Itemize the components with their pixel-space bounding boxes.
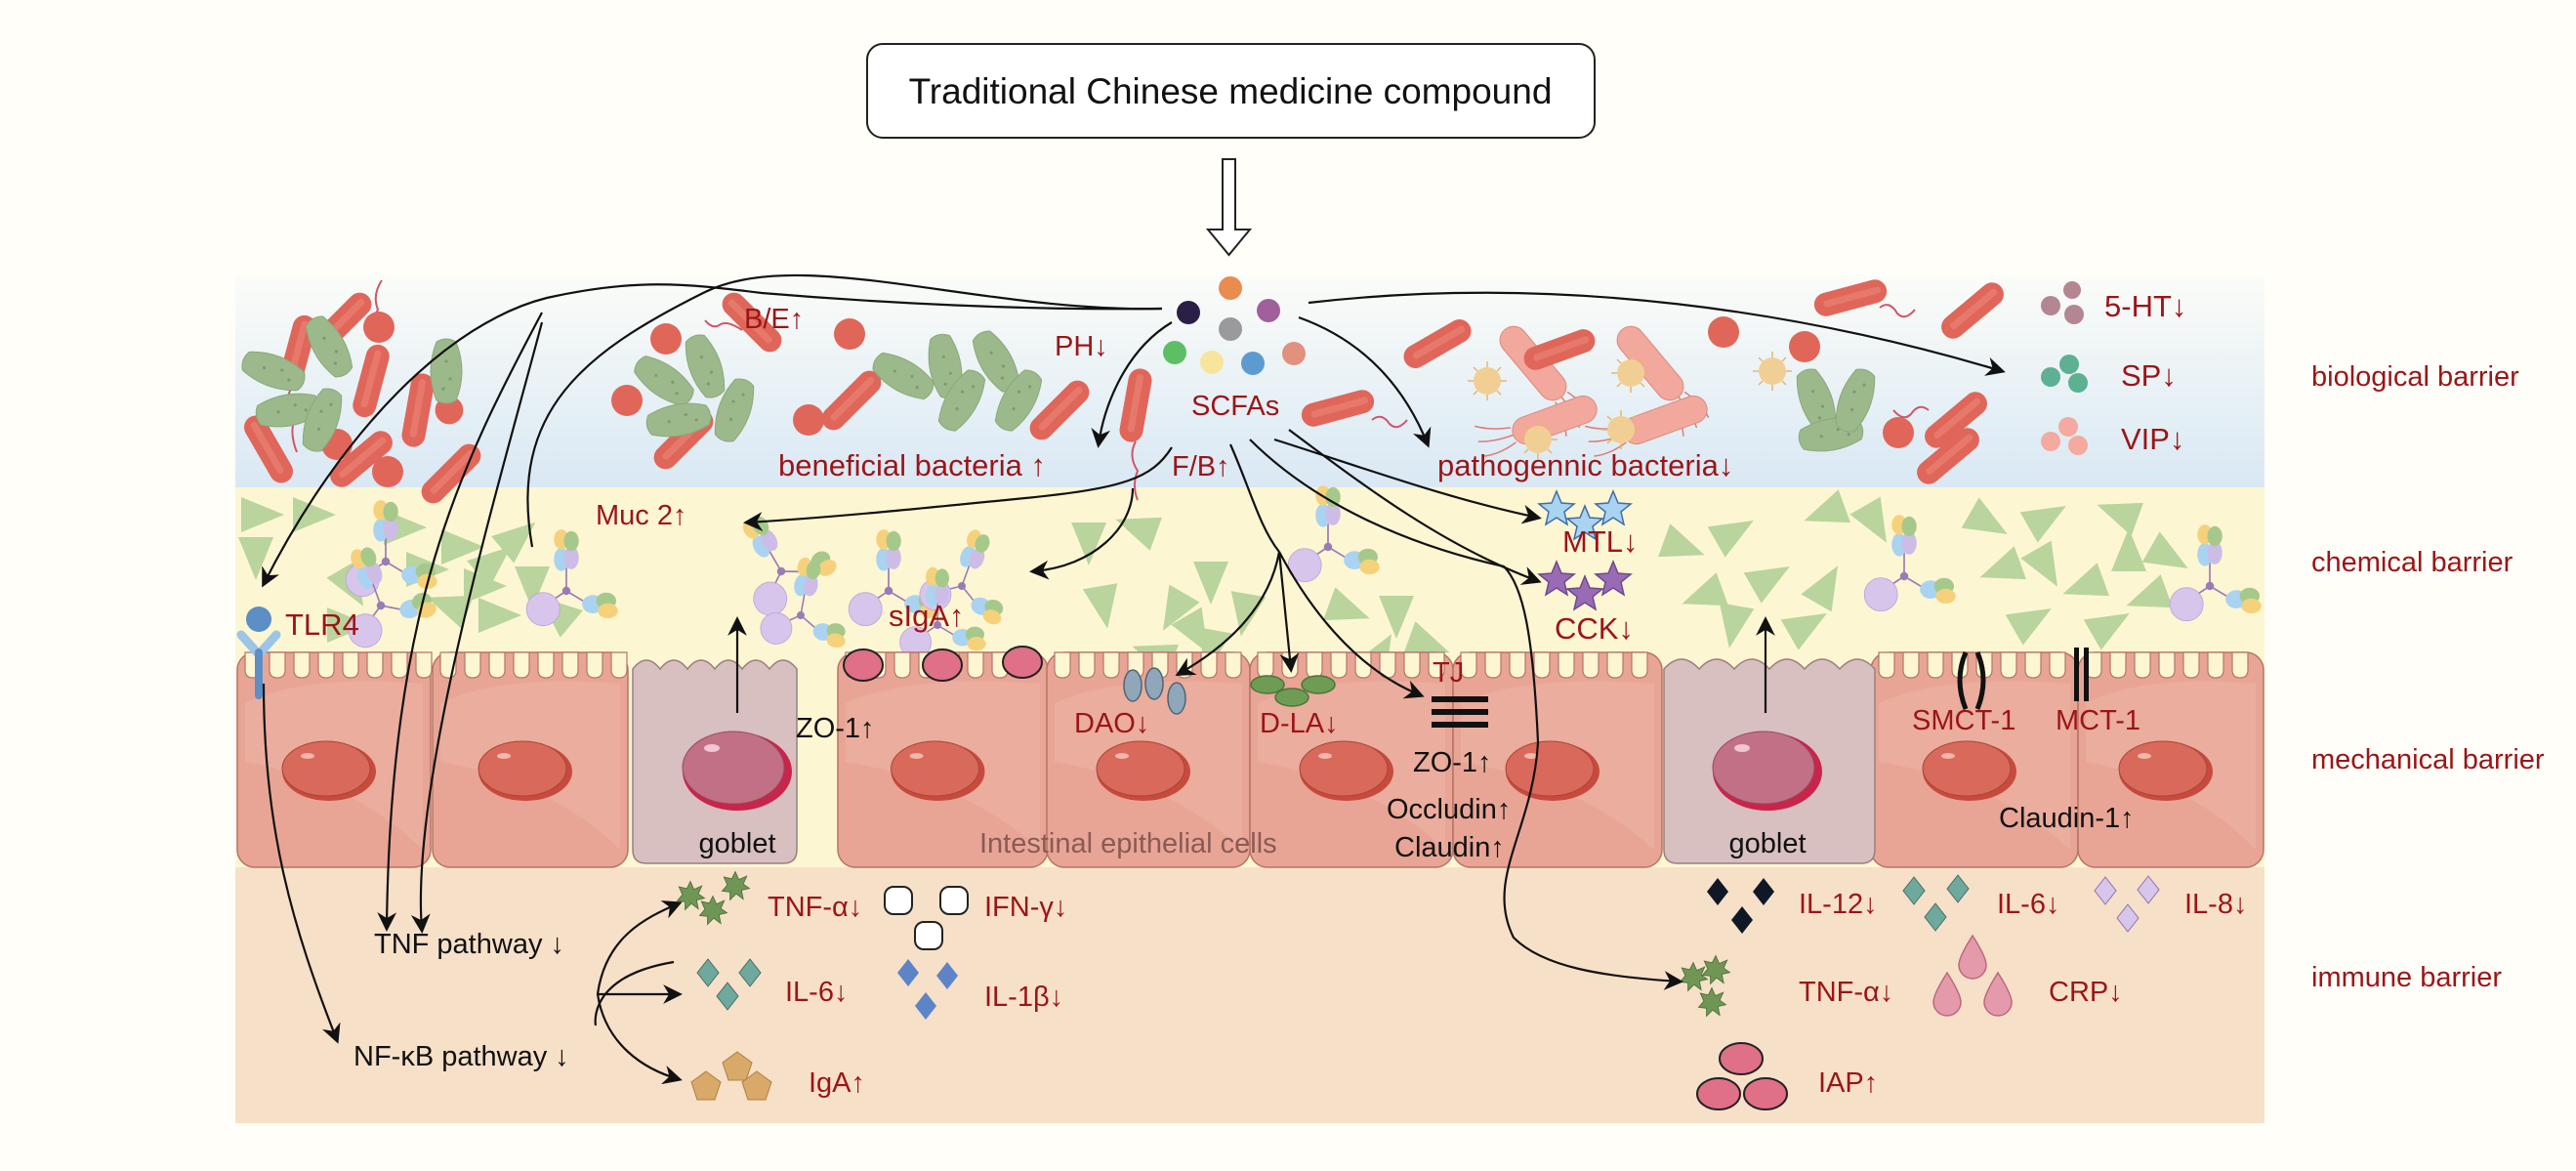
occludin-label: Occludin↑ <box>1387 794 1511 825</box>
dao-molecules <box>1123 667 1186 715</box>
siga-label: sIgA↑ <box>889 599 965 633</box>
tight-junction-icon <box>1432 696 1488 728</box>
mtl-stars <box>1537 489 1633 541</box>
il6-left-label: IL-6↓ <box>785 977 848 1008</box>
mtl-label: MTL↓ <box>1562 524 1639 559</box>
goblet-cell-left <box>632 659 798 864</box>
claudin1-label: Claudin-1↑ <box>1999 803 2135 834</box>
iga-label: IgA↑ <box>809 1067 865 1099</box>
dla-label: D-LA↓ <box>1260 708 1339 739</box>
enterocyte-cell <box>236 651 433 868</box>
goblet-cell-right <box>1663 658 1876 864</box>
nfkb-pathway-label: NF-κB pathway ↓ <box>353 1041 569 1072</box>
dla-molecules <box>1250 675 1336 707</box>
title-text: Traditional Chinese medicine compound <box>909 71 1553 111</box>
il6-right-label: IL-6↓ <box>1997 889 2059 920</box>
vip-label: VIP↓ <box>2121 422 2184 456</box>
mechanical-barrier-label: mechanical barrier <box>2311 744 2545 775</box>
biological-barrier-label: biological barrier <box>2311 361 2519 393</box>
pathogenic-bacteria-label: pathogennic bacteria↓ <box>1437 448 1733 482</box>
ifng-label: IFN-γ↓ <box>984 892 1067 923</box>
goblet-right-label: goblet <box>1728 828 1806 859</box>
goblet-left-label: goblet <box>698 828 775 859</box>
mct1-label: MCT-1 <box>2056 705 2140 736</box>
tnfa-left-label: TNF-α↓ <box>768 892 862 923</box>
5ht-label: 5-HT↓ <box>2104 289 2186 323</box>
be-label: B/E↑ <box>744 304 804 335</box>
immune-band <box>235 867 2264 1123</box>
ph-label: PH↓ <box>1055 331 1108 362</box>
tlr4-label: TLR4 <box>285 607 359 642</box>
mechanical-labels: ZO-1↑ DAO↓ D-LA↓ TJ ZO-1↑ Occludin↑ Clau… <box>698 657 2140 863</box>
enterocyte-cell <box>432 651 629 868</box>
bacteria-group <box>237 276 2009 509</box>
biological-labels: B/E↑ PH↓ SCFAs beneficial bacteria ↑ F/B… <box>744 289 2186 482</box>
tlr4-receptor-icon <box>236 606 281 699</box>
enterocytes <box>236 651 2264 868</box>
5ht-dots <box>2041 281 2084 324</box>
crp-label: CRP↓ <box>2049 977 2123 1008</box>
beneficial-bacteria-label: beneficial bacteria ↑ <box>778 448 1046 482</box>
enterocyte-cell <box>1452 651 1663 868</box>
ifng-icon <box>884 886 969 950</box>
zo1-left-label: ZO-1↑ <box>796 713 875 744</box>
il12-label: IL-12↓ <box>1799 889 1878 920</box>
tnf-pathway-label: TNF pathway ↓ <box>374 929 564 960</box>
cck-stars <box>1537 560 1633 611</box>
sp-dots <box>2041 355 2088 393</box>
barrier-side-labels: biological barrier chemical barrier mech… <box>2311 361 2545 993</box>
muc2-label: Muc 2↑ <box>596 500 686 531</box>
smct1-label: SMCT-1 <box>1912 705 2015 736</box>
cck-label: CCK↓ <box>1555 611 1634 646</box>
mct1-transporter-icon <box>2074 648 2089 701</box>
iap-icon <box>1696 1042 1788 1110</box>
epithelial-cells-label: Intestinal epithelial cells <box>979 828 1277 859</box>
epithelium <box>236 651 2264 868</box>
title-box: Traditional Chinese medicine compound <box>866 43 1596 139</box>
immune-labels: TNF pathway ↓ NF-κB pathway ↓ TNF-α↓ IFN… <box>353 889 2247 1099</box>
dao-label: DAO↓ <box>1074 708 1149 739</box>
zo1-mid-label: ZO-1↑ <box>1413 747 1492 778</box>
chemical-barrier-label: chemical barrier <box>2311 547 2514 578</box>
scfa-molecules <box>1163 276 1306 375</box>
down-arrow-icon <box>1205 158 1253 257</box>
enterocyte-cell <box>1249 651 1454 868</box>
pathway-arrows <box>262 273 2006 1085</box>
fb-ratio-label: F/B↑ <box>1172 451 1230 482</box>
secretion-vesicles <box>843 646 1043 682</box>
biological-band <box>235 276 2264 487</box>
iap-label: IAP↑ <box>1818 1067 1878 1099</box>
scfas-label: SCFAs <box>1191 391 1279 422</box>
enterocyte-cell <box>1870 651 2079 868</box>
il8-label: IL-8↓ <box>2184 889 2247 920</box>
claudin-label: Claudin↑ <box>1394 832 1505 863</box>
vip-dots <box>2041 417 2088 455</box>
chemical-labels: Muc 2↑ sIgA↑ TLR4 MTL↓ CCK↓ <box>285 500 1639 646</box>
tj-label: TJ <box>1433 657 1464 689</box>
immune-barrier-label: immune barrier <box>2311 962 2502 993</box>
tnfa-right-label: TNF-α↓ <box>1799 977 1893 1008</box>
sp-label: SP↓ <box>2121 358 2177 393</box>
il1b-label: IL-1β↓ <box>984 982 1063 1013</box>
smct1-transporter-icon <box>1957 651 1986 710</box>
enterocyte-cell <box>2077 651 2264 868</box>
chemical-band <box>235 487 2264 653</box>
